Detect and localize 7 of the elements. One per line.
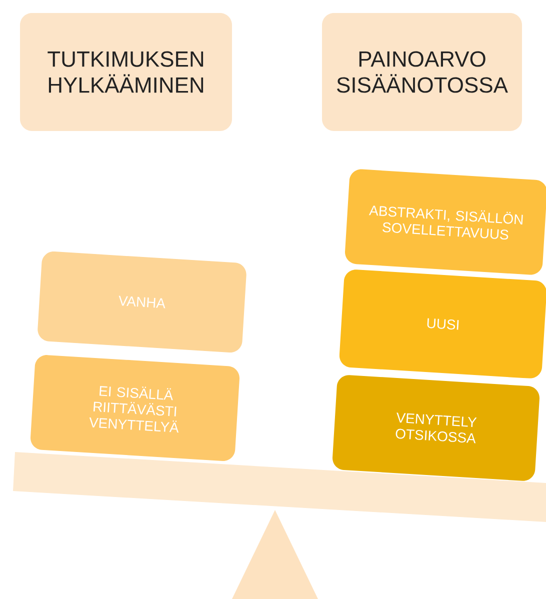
block-box: VANHA <box>38 252 246 352</box>
block-box: VENYTTELY OTSIKOSSA <box>332 375 540 481</box>
block-box: UUSI <box>339 270 546 378</box>
heading-box: TUTKIMUKSEN HYLKÄÄMINEN <box>20 13 232 131</box>
heading-box: PAINOARVO SISÄÄNOTOSSA <box>322 13 522 131</box>
block-box: EI SISÄLLÄ RIITTÄVÄSTI VENYTTELYÄ <box>30 355 240 461</box>
block-box: ABSTRAKTI, SISÄLLÖN SOVELLETTAVUUS <box>345 169 546 275</box>
